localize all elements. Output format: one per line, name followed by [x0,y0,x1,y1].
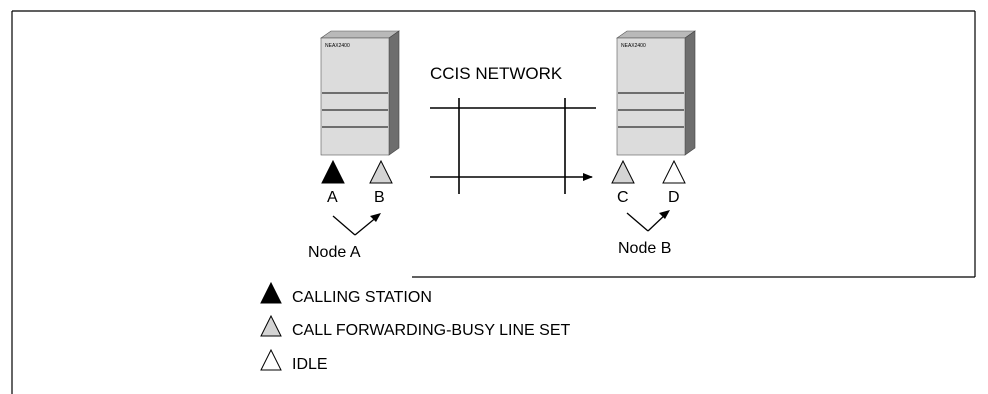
legend-cfb-icon [260,314,282,337]
network-label: CCIS NETWORK [430,64,563,83]
legend-idle-label: IDLE [292,356,328,373]
legend: CALLING STATION CALL FORWARDING-BUSY LIN… [260,281,571,373]
pbx-cabinet-left: NEAX2400 [320,30,400,156]
station-label-a: A [327,189,338,206]
ccis-network-grid [430,98,596,194]
pbx-cabinet-right: NEAX2400 [616,30,696,156]
station-d-idle-icon [662,159,686,184]
legend-calling-icon [260,281,282,304]
node-a-label: Node A [308,244,361,261]
legend-calling-label: CALLING STATION [292,289,432,306]
station-label-b: B [374,189,385,206]
node-b-label: Node B [618,240,671,257]
node-a-arrowhead [370,213,381,222]
station-c-cfb-icon [611,159,635,184]
station-label-c: C [617,189,629,206]
node-b-bracket [626,212,668,232]
station-b-cfb-icon [369,159,393,184]
station-label-d: D [668,189,680,206]
legend-cfb-label: CALL FORWARDING-BUSY LINE SET [292,322,571,339]
pbx-model-label-left: NEAX2400 [325,43,350,49]
station-a-calling-icon [321,159,345,184]
pbx-model-label-right: NEAX2400 [621,43,646,49]
node-b-arrowhead [659,210,670,219]
legend-idle-icon [260,348,282,371]
node-a-bracket [332,215,379,236]
